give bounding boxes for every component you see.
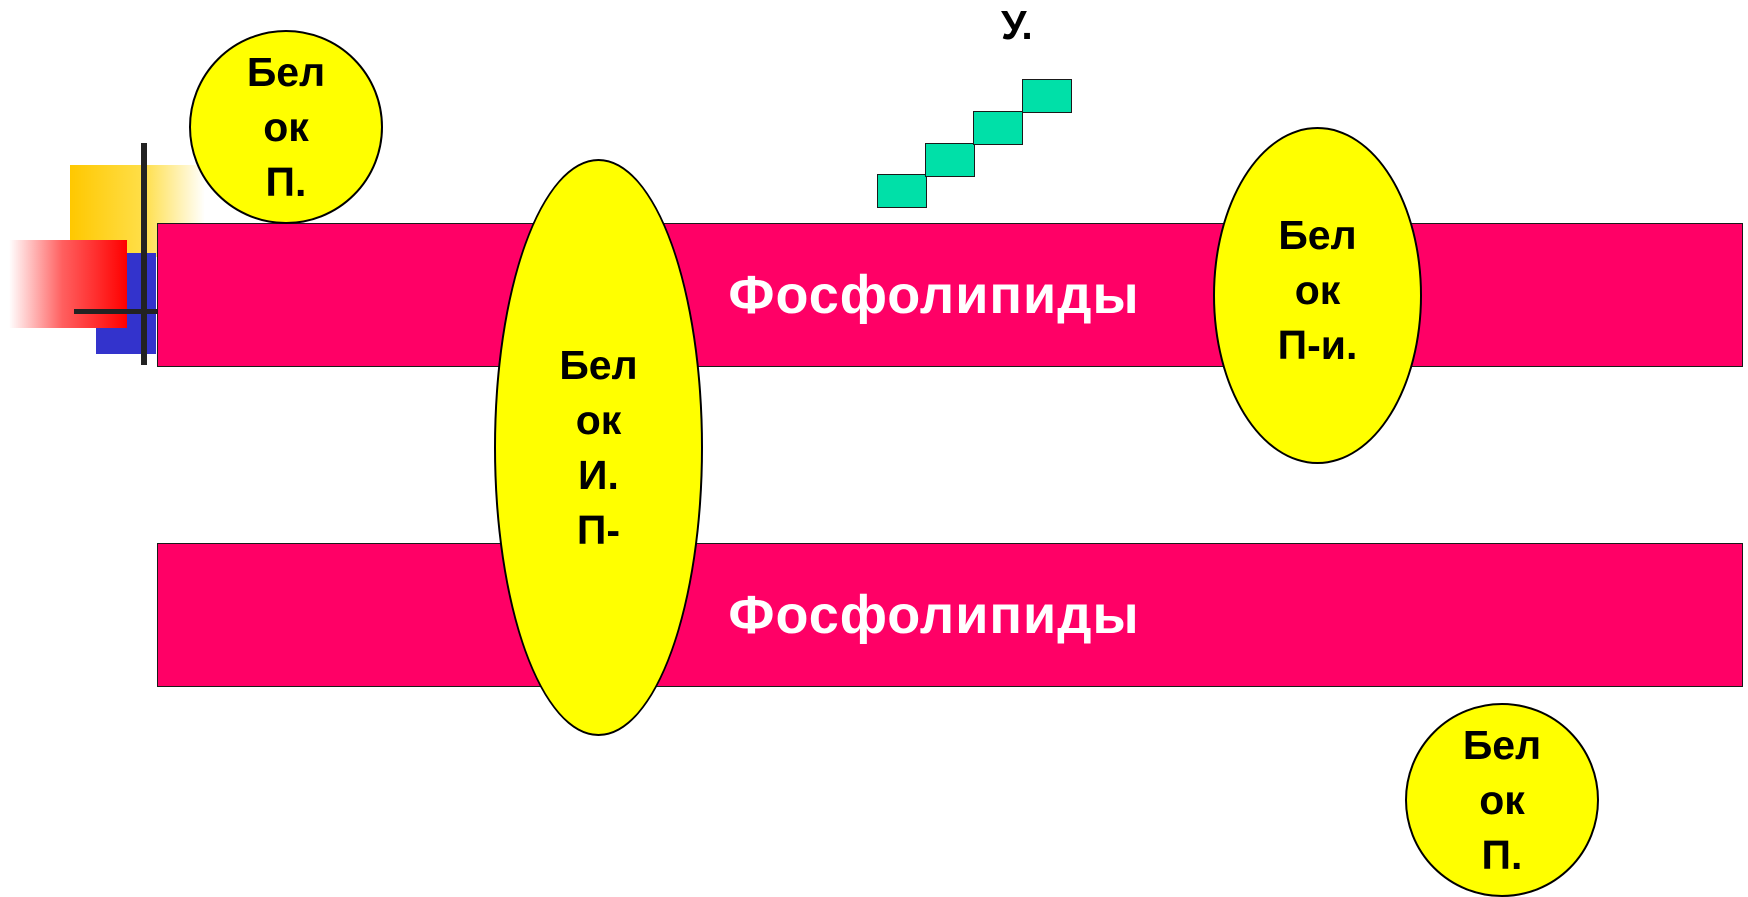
lower-phospholipid-label: Фосфолипиды [728, 585, 1140, 645]
peripheral-protein-top-left: Бел ок П. [189, 30, 383, 224]
protein-label: Бел ок И. П- [559, 341, 638, 553]
protein-label: Бел ок П. [1462, 721, 1542, 878]
upper-phospholipid-layer: Фосфолипиды [157, 223, 1743, 367]
protein-label: Бел ок П-и. [1277, 212, 1358, 368]
upper-phospholipid-label: Фосфолипиды [728, 265, 1140, 325]
logo-vertical-line [141, 143, 147, 365]
peripheral-protein-bottom-right: Бел ок П. [1405, 703, 1599, 897]
carbohydrate-unit [1022, 79, 1072, 113]
semi-integral-protein: Бел ок П-и. [1213, 127, 1422, 464]
protein-label: Бел ок П. [246, 48, 326, 205]
logo-horizontal-line [74, 309, 170, 314]
carbohydrate-unit [973, 111, 1023, 145]
lower-phospholipid-layer: Фосфолипиды [157, 543, 1743, 687]
carbohydrate-label: У. [1001, 2, 1033, 48]
carbohydrate-unit [925, 143, 975, 177]
carbohydrate-unit [877, 174, 927, 208]
logo-red-square [9, 240, 127, 328]
integral-protein: Бел ок И. П- [494, 159, 703, 736]
